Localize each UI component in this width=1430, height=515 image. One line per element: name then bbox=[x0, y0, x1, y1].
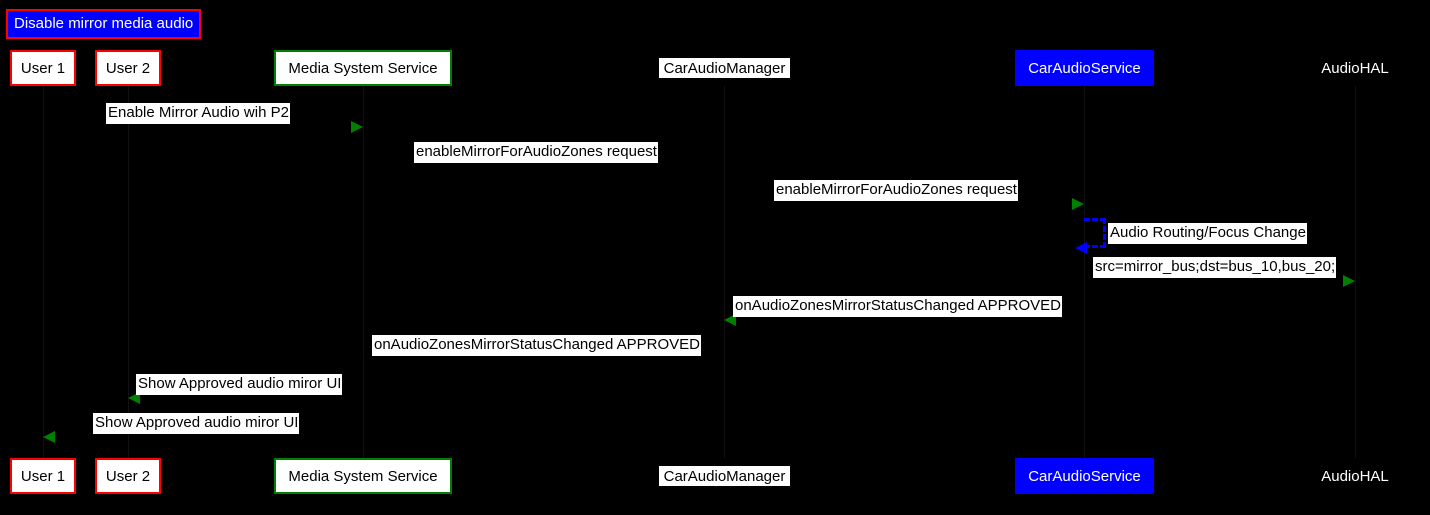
message-arrowhead bbox=[724, 314, 736, 326]
participant-cam-top: CarAudioManager bbox=[659, 58, 790, 78]
participant-hal-bottom: AudioHAL bbox=[1311, 466, 1399, 486]
message-label-m7: onAudioZonesMirrorStatusChanged APPROVED bbox=[372, 335, 702, 356]
participant-cas-bottom: CarAudioService bbox=[1015, 458, 1154, 494]
participant-label: CarAudioService bbox=[1028, 467, 1141, 485]
message-label-m8: Show Approved audio miror UI bbox=[136, 374, 343, 395]
lifeline-cas bbox=[1084, 86, 1085, 458]
participant-user1-bottom: User 1 bbox=[10, 458, 76, 494]
self-message-m4 bbox=[1084, 218, 1106, 248]
participant-label: AudioHAL bbox=[1321, 59, 1389, 77]
lifeline-user2 bbox=[128, 86, 129, 458]
participant-cam-bottom: CarAudioManager bbox=[659, 466, 790, 486]
message-arrowhead bbox=[128, 392, 140, 404]
participant-label: CarAudioManager bbox=[663, 59, 786, 77]
participant-label: User 2 bbox=[105, 467, 151, 485]
participant-label: User 1 bbox=[20, 467, 66, 485]
message-label-m3: enableMirrorForAudioZones request bbox=[774, 180, 1018, 201]
participant-label: User 1 bbox=[20, 59, 66, 77]
lifeline-mss bbox=[363, 86, 364, 458]
participant-label: CarAudioManager bbox=[663, 467, 786, 485]
message-arrowhead bbox=[1072, 198, 1084, 210]
participant-user2-bottom: User 2 bbox=[95, 458, 161, 494]
message-arrowhead bbox=[363, 353, 375, 365]
participant-user1-top: User 1 bbox=[10, 50, 76, 86]
message-label-m6: onAudioZonesMirrorStatusChanged APPROVED bbox=[733, 296, 1063, 317]
participant-mss-top: Media System Service bbox=[274, 50, 452, 86]
participant-mss-bottom: Media System Service bbox=[274, 458, 452, 494]
message-label-m9: Show Approved audio miror UI bbox=[93, 413, 300, 434]
lifeline-user1 bbox=[43, 86, 44, 458]
message-label-m2: enableMirrorForAudioZones request bbox=[414, 142, 658, 163]
message-arrowhead bbox=[351, 121, 363, 133]
message-arrowhead bbox=[1343, 275, 1355, 287]
participant-label: User 2 bbox=[105, 59, 151, 77]
message-label-m4: Audio Routing/Focus Change bbox=[1108, 223, 1307, 244]
lifeline-cam bbox=[724, 86, 725, 458]
message-label-m5: src=mirror_bus;dst=bus_10,bus_20; bbox=[1093, 257, 1337, 278]
self-message-arrowhead bbox=[1075, 242, 1087, 254]
participant-label: AudioHAL bbox=[1321, 467, 1389, 485]
participant-label: Media System Service bbox=[288, 59, 438, 77]
message-arrowhead bbox=[712, 160, 724, 172]
participant-hal-top: AudioHAL bbox=[1311, 58, 1399, 78]
diagram-title: Disable mirror media audio bbox=[6, 9, 202, 39]
participant-cas-top: CarAudioService bbox=[1015, 50, 1154, 86]
message-arrowhead bbox=[43, 431, 55, 443]
participant-user2-top: User 2 bbox=[95, 50, 161, 86]
participant-label: CarAudioService bbox=[1028, 59, 1141, 77]
participant-label: Media System Service bbox=[288, 467, 438, 485]
lifeline-hal bbox=[1355, 86, 1356, 458]
message-label-m1: Enable Mirror Audio wih P2 bbox=[106, 103, 290, 124]
